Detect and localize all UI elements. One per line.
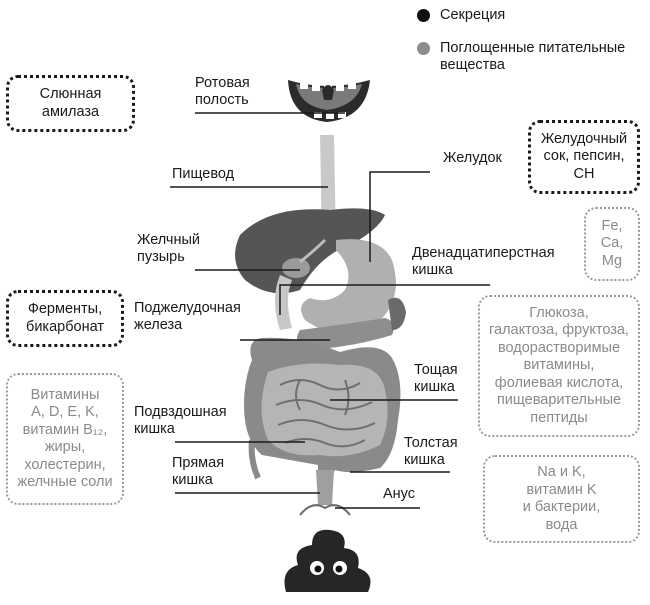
label-duodenum: Двенадцатиперстная кишка xyxy=(412,245,555,279)
label-line: полость xyxy=(195,92,249,108)
box-line: Слюнная xyxy=(39,86,102,102)
box-line: бикарбонат xyxy=(26,318,104,335)
label-esophagus: Пищевод xyxy=(172,166,234,183)
box-line: сок, пепсин, xyxy=(543,148,625,165)
absorbed-box-colon: Na и K, витамин K и бактерии, вода xyxy=(483,455,640,543)
secretion-legend-icon xyxy=(417,9,430,22)
label-line: Подвздошная xyxy=(134,404,227,420)
box-line: пищеварительные xyxy=(496,392,622,409)
box-line: CH xyxy=(573,165,595,182)
absorbed-legend-label: Поглощенные питательные вещества xyxy=(440,40,625,74)
label-line: кишка xyxy=(404,452,445,468)
label-gallbladder: Желчный пузырь xyxy=(137,232,200,266)
box-line: пептиды xyxy=(530,409,588,426)
box-line: витамины, xyxy=(523,357,595,374)
box-line: амилаза xyxy=(41,103,100,120)
box-line: A, D, E, K, xyxy=(31,404,99,420)
box-line: Ферменты, xyxy=(27,301,103,317)
pancreas-illustration xyxy=(296,318,394,350)
box-line: жиры, xyxy=(44,439,86,455)
label-line: кишка xyxy=(414,379,455,395)
label-line: кишка xyxy=(134,421,175,437)
label-line: кишка xyxy=(412,262,453,278)
stomach-illustration xyxy=(301,239,396,334)
label-stomach: Желудок xyxy=(443,150,502,167)
box-line: Желудочный xyxy=(540,130,628,147)
absorbed-legend-line: Поглощенные питательные xyxy=(440,40,626,56)
box-line: водорастворимые xyxy=(497,339,621,356)
label-line: железа xyxy=(134,317,183,333)
box-line: и бактерии, xyxy=(522,499,601,515)
absorbed-legend-line: вещества xyxy=(440,57,505,73)
poop-illustration xyxy=(284,529,371,592)
label-rectum: Прямая кишка xyxy=(172,455,224,489)
label-line: пузырь xyxy=(137,249,185,265)
label-line: Ротовая xyxy=(195,75,250,91)
secretion-box-pancreatic: Ферменты, бикарбонат xyxy=(6,290,124,347)
secretion-box-gastric: Желудочный сок, пепсин, CH xyxy=(528,120,640,194)
box-line: вода xyxy=(545,516,578,533)
rectum-illustration xyxy=(316,470,334,505)
absorbed-box-jejunum: Глюкоза, галактоза, фруктоза, водораство… xyxy=(478,295,640,437)
label-line: кишка xyxy=(172,472,213,488)
label-line: Прямая xyxy=(172,455,225,471)
label-mouth: Ротовая полость xyxy=(195,75,250,109)
box-line: желчные соли xyxy=(17,474,113,490)
small-intestine-illustration xyxy=(261,363,388,457)
absorbed-box-ileum: Витамины A, D, E, K, витамин B₁₂, жиры, … xyxy=(6,373,124,505)
gallbladder-illustration xyxy=(282,258,310,278)
box-line: Глюкоза, xyxy=(529,304,589,321)
label-line: Желчный xyxy=(137,232,201,248)
secretion-box-saliva: Слюнная амилаза xyxy=(6,75,135,132)
label-colon: Толстая кишка xyxy=(404,435,458,469)
box-line: фолиевая кислота, xyxy=(494,374,624,391)
secretion-legend-label: Секреция xyxy=(440,7,506,23)
label-line: Анус xyxy=(383,486,416,502)
label-jejunum: Тощая кишка xyxy=(414,362,458,396)
liver-illustration xyxy=(235,208,385,294)
box-line: галактоза, фруктоза, xyxy=(489,322,629,339)
box-line: холестерин, xyxy=(24,456,106,473)
label-line: Пищевод xyxy=(172,166,235,182)
box-line: Mg xyxy=(601,252,623,269)
box-line: Na и K, xyxy=(537,464,586,480)
mouth-illustration xyxy=(288,80,370,122)
label-pancreas: Поджелудочная железа xyxy=(134,300,241,334)
box-line: Fe, xyxy=(601,217,623,234)
label-anus: Анус xyxy=(383,486,415,503)
label-line: Двенадцатиперстная xyxy=(412,245,555,261)
label-ileum: Подвздошная кишка xyxy=(134,404,227,438)
box-line: витамин B₁₂, xyxy=(22,421,108,438)
box-line: Ca, xyxy=(600,235,624,252)
label-line: Поджелудочная xyxy=(134,300,241,316)
box-line: Витамины xyxy=(30,386,100,403)
label-line: Желудок xyxy=(443,150,502,166)
label-line: Тощая xyxy=(414,362,458,378)
box-line: витамин K xyxy=(526,481,597,498)
label-line: Толстая xyxy=(404,435,458,451)
absorbed-box-duodenum: Fe, Ca, Mg xyxy=(584,207,640,281)
duodenum-illustration xyxy=(275,275,292,330)
leader-lines xyxy=(170,112,490,509)
absorbed-legend-icon xyxy=(417,42,430,55)
